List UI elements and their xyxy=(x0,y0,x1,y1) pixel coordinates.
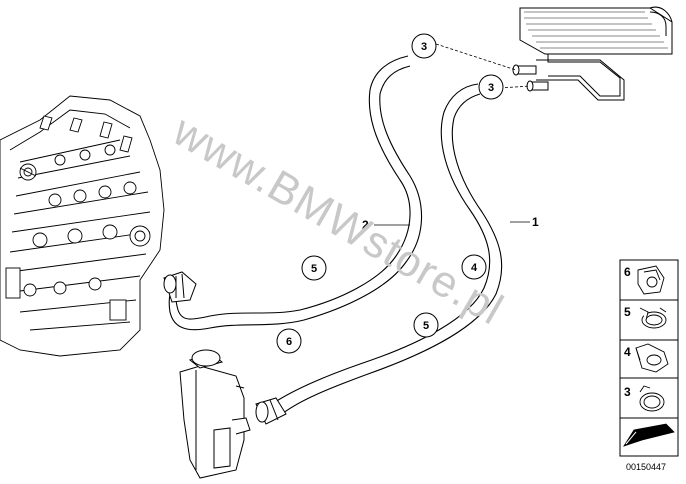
heater-core xyxy=(512,6,673,101)
circled-ref-hose2-5: 5 xyxy=(301,255,327,281)
circled-ref-hose1-5: 5 xyxy=(413,312,439,338)
callout-hose-2: 2 xyxy=(362,218,369,232)
key-item-5-clamp-icon xyxy=(639,307,667,329)
key-item-3-band-clamp-icon xyxy=(639,385,665,412)
svg-text:5: 5 xyxy=(423,320,429,332)
key-item-6-clip-icon xyxy=(637,265,665,295)
key-item-5-label: 5 xyxy=(624,305,631,319)
key-item-3-label: 3 xyxy=(624,385,631,399)
watermark: www.BMWstore.pl xyxy=(164,106,511,335)
callout-lines xyxy=(374,221,530,226)
reference-number: 00150447 xyxy=(626,462,666,472)
hose-1 xyxy=(271,83,503,415)
callout-hose-1: 1 xyxy=(532,215,539,229)
key-item-6-label: 6 xyxy=(624,265,631,279)
svg-text:3: 3 xyxy=(488,82,494,94)
expansion-tank-fitting xyxy=(255,397,287,425)
key-item-4-spring-clip-icon xyxy=(635,343,669,373)
hose-arrow-icon xyxy=(623,423,675,447)
engine-outlet-fitting xyxy=(163,271,197,303)
circled-ref-lower-6: 6 xyxy=(276,328,302,354)
svg-text:5: 5 xyxy=(311,263,317,275)
engine-block xyxy=(0,95,165,357)
leader-lines xyxy=(435,43,531,89)
svg-text:6: 6 xyxy=(286,336,292,348)
svg-text:4: 4 xyxy=(471,262,478,274)
parts-key: 6 5 4 3 xyxy=(619,259,679,457)
hose-2 xyxy=(168,55,423,331)
svg-text:3: 3 xyxy=(421,41,427,53)
circled-ref-top-left-3: 3 xyxy=(411,33,437,59)
expansion-tank xyxy=(179,349,251,479)
key-item-4-label: 4 xyxy=(624,345,631,359)
circled-ref-hose1-4: 4 xyxy=(461,254,487,280)
circled-ref-top-right-3: 3 xyxy=(478,74,504,100)
